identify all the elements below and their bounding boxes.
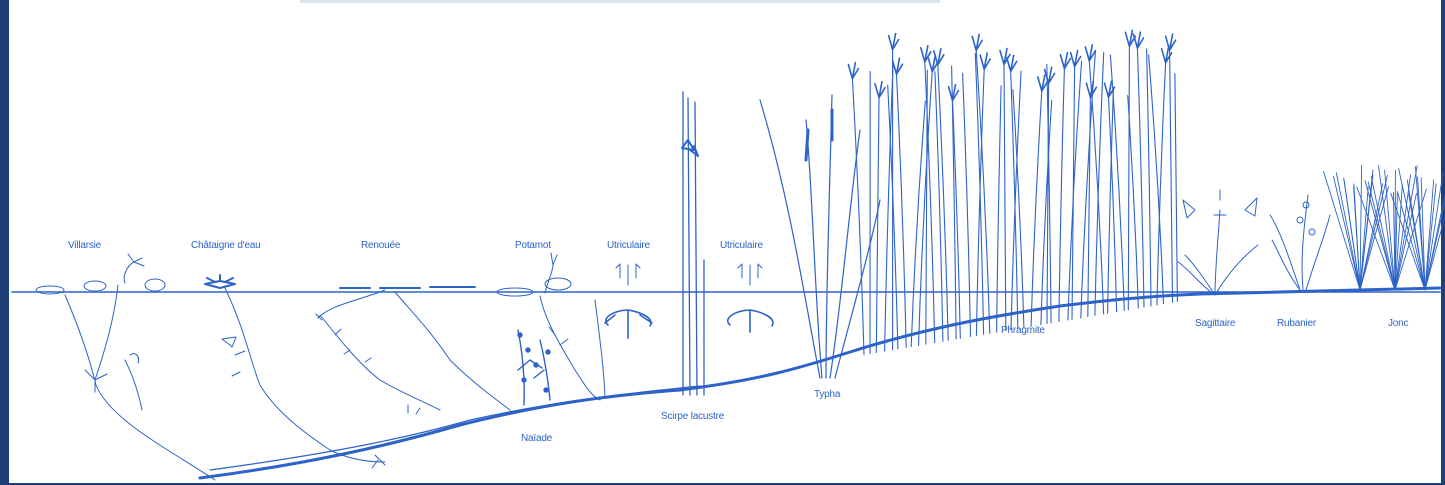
label-villarsie: Villarsie: [68, 240, 101, 251]
naiade-plant: [518, 330, 550, 405]
scirpe-plant: [682, 92, 704, 395]
villarsie-plant: [36, 254, 215, 480]
label-rubanier: Rubanier: [1277, 318, 1316, 329]
renouee-plant: [316, 287, 510, 414]
label-phragmite: Phragmite: [1001, 325, 1045, 336]
label-renouee: Renouée: [361, 240, 400, 251]
phragmite-plant: [848, 30, 1177, 354]
jonc-plant: [1324, 166, 1445, 291]
label-utriculaire-1: Utriculaire: [607, 240, 650, 251]
label-typha: Typha: [814, 389, 840, 400]
utriculaire-plant-2: [728, 264, 773, 332]
label-naiade: Naïade: [521, 433, 552, 444]
label-utriculaire-2: Utriculaire: [720, 240, 763, 251]
label-jonc: Jonc: [1388, 318, 1408, 329]
sagittaire-plant: [1178, 190, 1258, 295]
label-potamot: Potamot: [515, 240, 551, 251]
label-scirpe-lacustre: Scirpe lacustre: [661, 411, 724, 422]
label-chataigne-d-eau: Châtaigne d'eau: [191, 240, 261, 251]
label-sagittaire: Sagittaire: [1195, 318, 1235, 329]
typha-plant: [760, 95, 880, 378]
potamot-plant: [497, 253, 600, 400]
rubanier-plant: [1270, 195, 1330, 290]
utriculaire-plant-1: [595, 264, 652, 398]
chataigne-plant: [205, 275, 385, 468]
